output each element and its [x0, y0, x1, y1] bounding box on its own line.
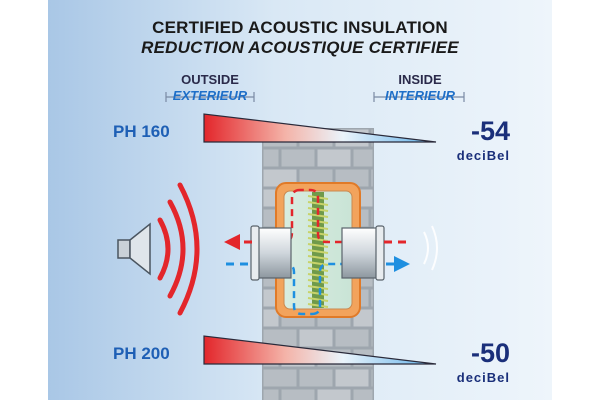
airflow-arrow-out: [224, 234, 410, 250]
outside-label: OUTSIDE: [181, 72, 239, 87]
title-english: CERTIFIED ACOUSTIC INSULATION: [152, 18, 448, 37]
outside-label-french: EXTERIEUR: [172, 88, 248, 103]
reduction-wedge-ph160: [203, 113, 437, 143]
model-ph200-unit: deciBel: [456, 370, 510, 385]
model-ph160-name: PH 160: [113, 122, 170, 141]
model-ph160-reduction: -54: [470, 116, 510, 146]
inside-bracket: [373, 92, 465, 102]
residual-waves-icon: [423, 225, 438, 271]
ventilation-unit-icon: [250, 182, 385, 318]
airflow-arrow-in: [226, 256, 410, 272]
title-french: REDUCTION ACOUSTIQUE CERTIFIEE: [141, 38, 459, 57]
reduction-wedge-ph200: [203, 335, 437, 365]
inside-label-french: INTERIEUR: [384, 88, 456, 103]
speaker-icon: [117, 222, 151, 276]
model-ph200-name: PH 200: [113, 344, 170, 363]
inside-label: INSIDE: [398, 72, 442, 87]
model-ph200-reduction: -50: [470, 338, 510, 368]
outside-bracket: [165, 92, 255, 102]
model-ph160-unit: deciBel: [456, 148, 510, 163]
sound-waves-icon: [157, 182, 200, 316]
